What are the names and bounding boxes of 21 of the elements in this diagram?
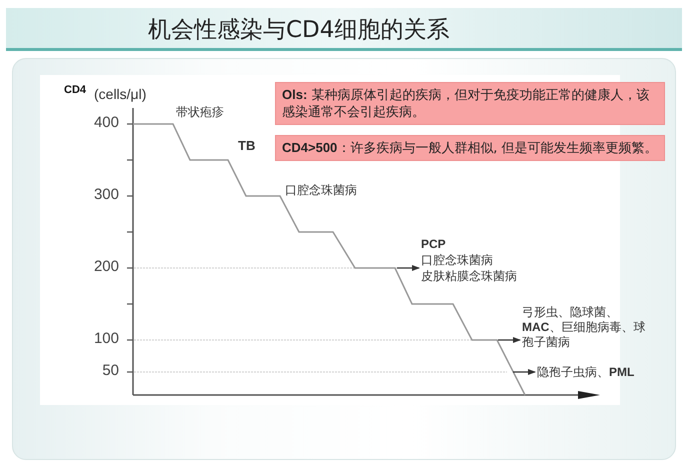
disease-label: 带状疱疹 [176, 104, 224, 121]
tick-label: 300 [94, 186, 119, 203]
tick-label: 50 [102, 362, 119, 379]
tick-label: 200 [94, 258, 119, 275]
arrow [498, 337, 521, 343]
tick-label: 100 [94, 330, 119, 347]
disease-label: 皮肤粘膜念珠菌病 [421, 268, 517, 284]
disease-label: 口腔念珠菌病 [421, 252, 493, 268]
unit-label: CD4 [64, 84, 86, 96]
unit-label: (cells/μl) [94, 86, 146, 102]
disease-label: TB [238, 138, 256, 153]
disease-heading: PCP [421, 236, 446, 252]
disease-list: 隐孢子虫病、PML [537, 364, 634, 380]
disease-list: 弓形虫、隐球菌、MAC、巨细胞病毒、球孢子菌病 [522, 305, 646, 350]
note-box: CD4>500：许多疾病与一般人群相似, 但是可能发生频率更频繁。 [275, 135, 665, 161]
title: 机会性感染与CD4细胞的关系 [148, 16, 450, 45]
tick-label: 400 [94, 114, 119, 131]
definition-box: Ols: 某种病原体引起的疾病，但对于免疫功能正常的健康人，该感染通常不会引起疾病。 [275, 82, 665, 125]
disease-label: 口腔念珠菌病 [285, 182, 357, 199]
arrow [513, 369, 536, 375]
arrow [397, 265, 420, 271]
